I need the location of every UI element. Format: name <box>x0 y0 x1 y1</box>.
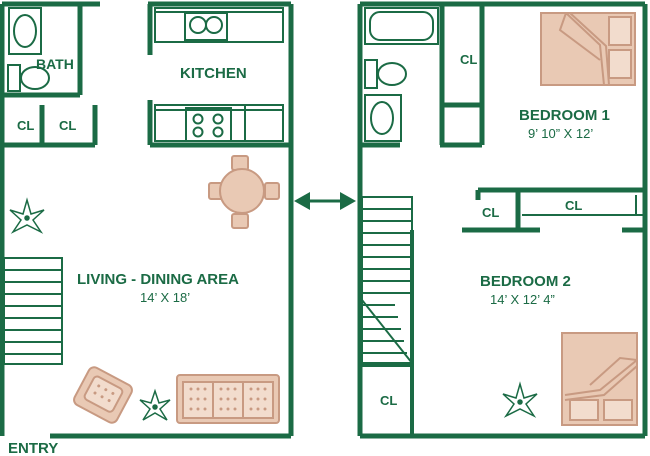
armchair <box>73 366 133 424</box>
bed-bedroom1 <box>540 12 636 86</box>
closet-label-bedroom1: CL <box>460 52 477 67</box>
plant-icon <box>139 388 171 421</box>
entry-label: ENTRY <box>8 440 58 456</box>
bath-label: BATH <box>36 56 74 72</box>
bath-sink <box>8 7 42 55</box>
closet-label-1: CL <box>17 118 34 133</box>
living-dining-dimensions: 14’ X 18’ <box>140 290 190 305</box>
kitchen-lower-counter <box>154 104 284 142</box>
toilet <box>364 59 407 89</box>
first-floor <box>0 1 294 439</box>
closet-shelf <box>522 195 645 216</box>
living-dining-label: LIVING - DINING AREA <box>77 271 239 288</box>
toilet-bowl <box>20 66 50 90</box>
closet-label-stair: CL <box>380 393 397 408</box>
stairs-second-floor <box>361 196 413 364</box>
stairs-first-floor <box>3 257 63 365</box>
bedroom2-label: BEDROOM 2 <box>480 273 571 290</box>
toilet-tank <box>7 64 21 92</box>
bathtub <box>364 7 439 45</box>
dining-table <box>208 155 280 229</box>
sofa <box>176 374 280 424</box>
closet-label-bedroom2: CL <box>565 198 582 213</box>
plant-icon <box>502 381 538 418</box>
double-arrow-icon <box>294 192 356 210</box>
bed-bedroom2 <box>561 332 638 426</box>
bedroom1-label: BEDROOM 1 <box>519 107 610 124</box>
bath-sink <box>364 94 402 142</box>
kitchen-label: KITCHEN <box>180 65 247 82</box>
bedroom2-dimensions: 14’ X 12’ 4” <box>490 292 555 307</box>
plant-icon <box>9 197 45 234</box>
closet-label-2: CL <box>59 118 76 133</box>
closet-label-hall: CL <box>482 205 499 220</box>
bath-fixtures <box>7 7 50 92</box>
kitchen-upper-counter <box>154 7 284 43</box>
bedroom1-dimensions: 9’ 10” X 12’ <box>528 126 593 141</box>
